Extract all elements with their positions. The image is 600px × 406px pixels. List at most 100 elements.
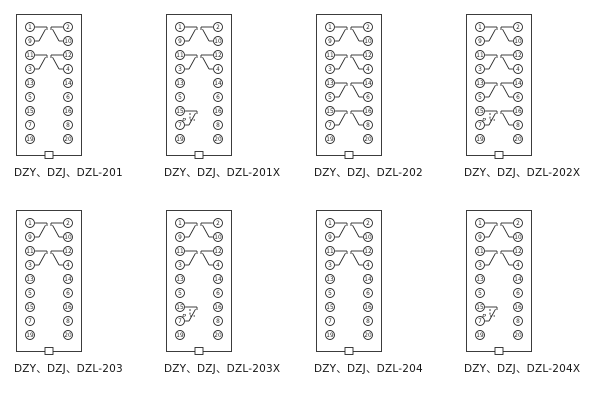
terminal-number: 6 [366,95,370,101]
terminal-circle [475,120,485,130]
terminal-circle [175,134,185,144]
terminal-15: 15 [175,106,185,116]
terminal-number: 20 [64,333,72,339]
contact-wire [502,112,510,126]
terminal-7: 7 [25,120,35,130]
contact-wire [338,28,346,42]
terminal-4: 4 [513,260,523,270]
terminal-number: 14 [214,277,222,283]
terminal-number: 9 [28,39,32,45]
terminal-number: 19 [476,137,484,143]
p-flag-label: P [182,117,186,125]
terminal-circle [63,92,73,102]
terminal-circle [513,302,523,312]
terminal-circle [25,288,35,298]
terminal-number: 15 [476,305,484,311]
terminal-circle [213,274,223,284]
terminal-3: 3 [325,64,335,74]
terminal-16: 16 [63,302,73,312]
terminal-circle [25,92,35,102]
terminal-number: 16 [364,109,372,115]
terminal-circle [63,330,73,340]
terminal-20: 20 [363,330,373,340]
terminal-number: 15 [326,109,334,115]
contact-wire [502,84,510,98]
terminal-number: 8 [216,319,220,325]
terminal-number: 7 [328,123,332,129]
terminal-number: 4 [66,67,70,73]
contact-wire [502,28,510,42]
terminal-number: 16 [64,305,72,311]
terminal-1: 1 [175,218,185,228]
diagram-label: DZY、DZJ、DZL-203X [164,363,281,375]
terminal-4: 4 [213,260,223,270]
terminal-1: 1 [475,22,485,32]
terminal-3: 3 [475,64,485,74]
contact-wire [38,56,46,70]
terminal-number: 10 [514,235,522,241]
terminal-19: 19 [475,134,485,144]
terminal-number: 5 [178,291,182,297]
terminal-circle [63,316,73,326]
terminal-number: 8 [216,123,220,129]
contact-wire [352,252,360,266]
terminal-number: 12 [514,53,522,59]
terminal-circle [475,330,485,340]
terminal-circle [175,106,185,116]
terminal-circle [363,120,373,130]
terminal-number: 1 [28,25,32,31]
terminal-circle [513,260,523,270]
terminal-15: 15 [475,302,485,312]
terminal-number: 8 [516,319,520,325]
terminal-11: 11 [175,246,185,256]
terminal-circle [25,260,35,270]
contact-wire [52,28,60,42]
terminal-circle [175,330,185,340]
contact-wire [188,112,196,126]
terminal-circle [363,330,373,340]
terminal-number: 3 [178,67,182,73]
terminal-number: 4 [216,263,220,269]
terminal-circle [475,106,485,116]
terminal-circle [513,134,523,144]
terminal-number: 7 [28,123,32,129]
terminal-number: 6 [216,291,220,297]
terminal-7: 7 [175,120,185,130]
terminal-circle [325,218,335,228]
terminal-circle [213,92,223,102]
terminal-circle [363,274,373,284]
mounting-tab [494,347,504,355]
terminal-circle [363,134,373,144]
terminal-circle [25,218,35,228]
contact-wire [338,84,346,98]
terminal-number: 3 [478,67,482,73]
terminal-circle [175,288,185,298]
terminal-circle [63,218,73,228]
terminal-number: 11 [26,53,34,59]
terminal-circle [213,232,223,242]
terminal-circle [25,36,35,46]
terminal-number: 4 [516,263,520,269]
terminal-3: 3 [475,260,485,270]
terminal-circle [175,64,185,74]
terminal-number: 3 [328,263,332,269]
terminal-2: 2 [213,22,223,32]
terminal-10: 10 [63,36,73,46]
terminal-number: 12 [64,249,72,255]
terminal-circle [175,78,185,88]
terminal-4: 4 [363,260,373,270]
terminal-11: 11 [325,50,335,60]
diagram-label: DZY、DZJ、DZL-201 [14,167,123,179]
terminal-circle [213,260,223,270]
terminal-number: 13 [176,81,184,87]
contact-wire [188,252,196,266]
terminal-number: 13 [26,81,34,87]
terminal-10: 10 [513,232,523,242]
terminal-8: 8 [363,120,373,130]
